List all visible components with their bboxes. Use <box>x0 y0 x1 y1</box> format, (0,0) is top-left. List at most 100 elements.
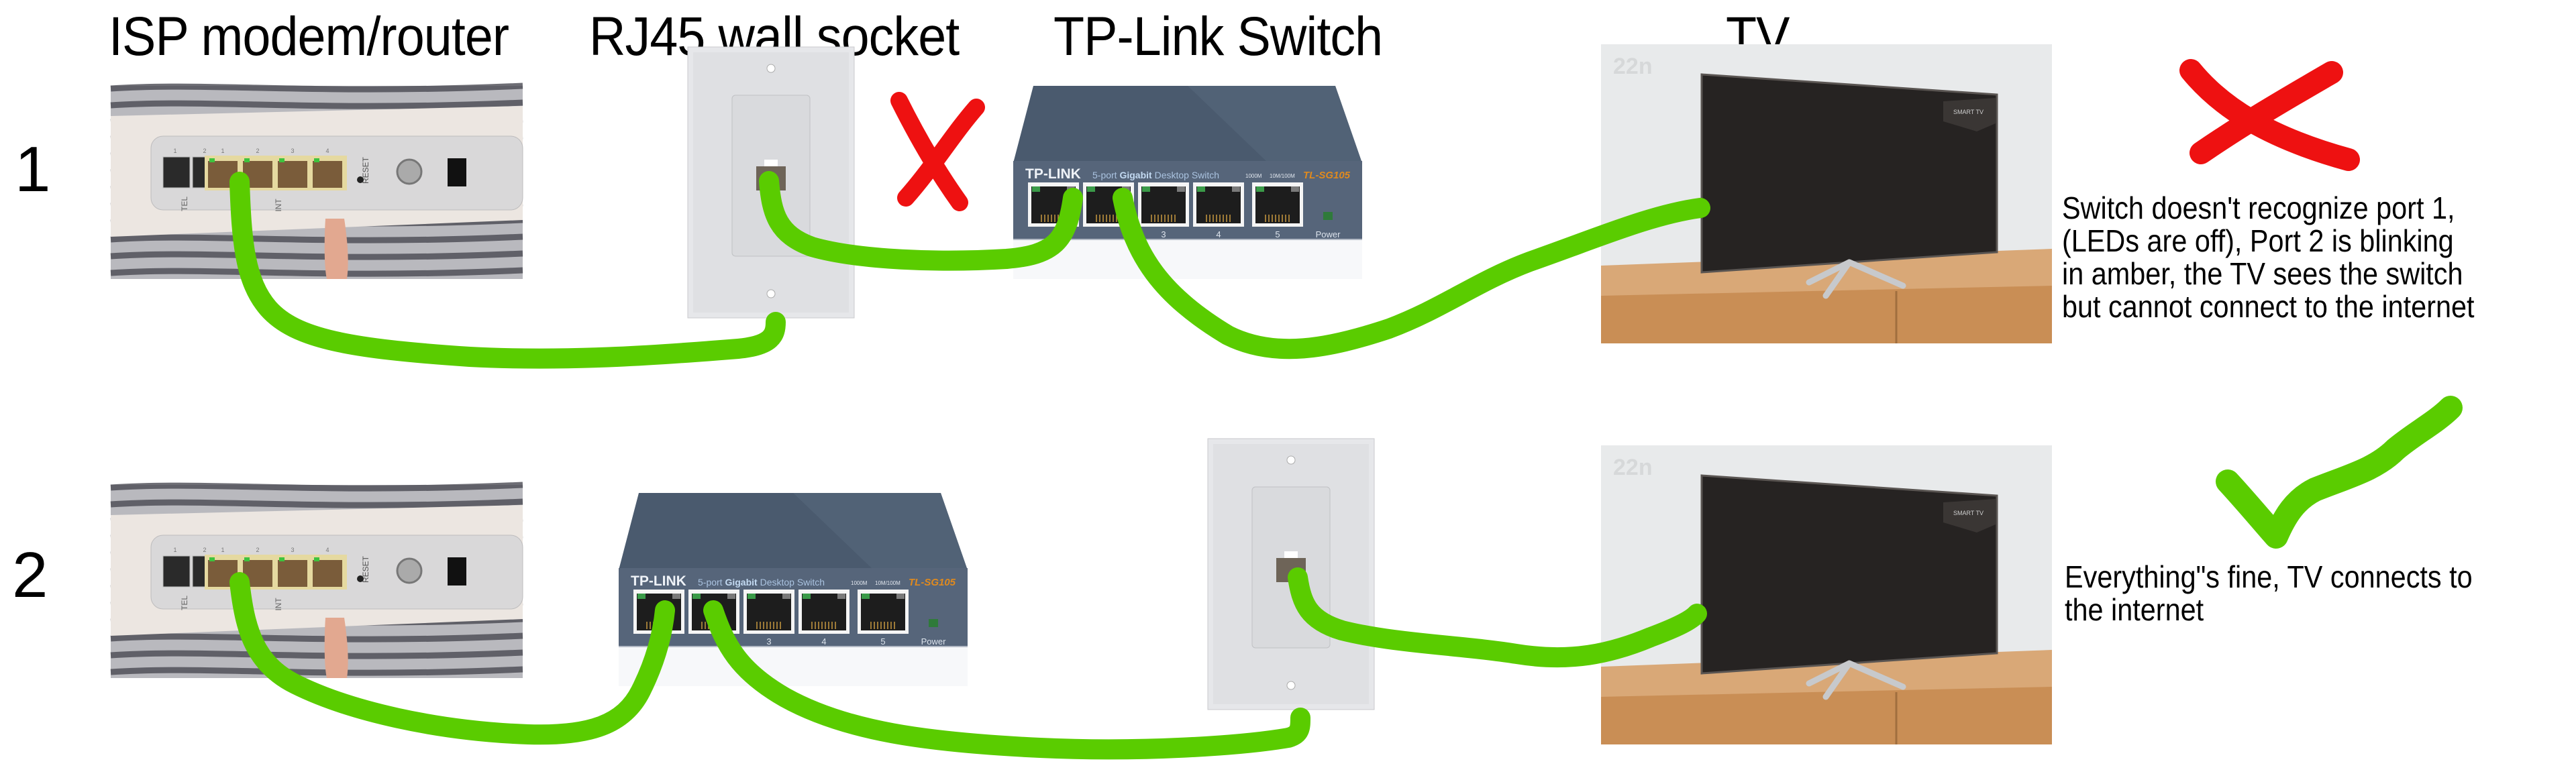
switch-power-label: Power <box>1316 229 1341 239</box>
switch-reflection <box>619 646 968 686</box>
router-int-port <box>278 161 307 188</box>
router-tel-port-number: 2 <box>203 547 206 553</box>
switch-power-led <box>929 619 938 627</box>
switch-port-number: 4 <box>1216 229 1221 239</box>
cable-router-to-wall-row-1 <box>229 172 786 369</box>
router-int-port-number: 1 <box>221 148 224 154</box>
router-tel-label: TEL <box>180 596 189 610</box>
switch-port-led-green <box>692 594 701 599</box>
switch-model-label: TL-SG105 <box>909 577 956 588</box>
cable-router-to-switch-port1-row-2 <box>229 572 675 745</box>
switch-port-led-green <box>862 594 870 599</box>
switch-power-led <box>1323 212 1333 220</box>
switch-port-number: 3 <box>1161 229 1166 239</box>
router-int-port-number: 1 <box>221 547 224 553</box>
router-tel-port <box>162 156 191 188</box>
green-check-icon <box>2216 396 2463 549</box>
switch-description: 5-port Gigabit Desktop Switch <box>1092 170 1219 180</box>
switch-port-number: 5 <box>1275 229 1280 239</box>
router-tel-port-number: 1 <box>173 547 176 553</box>
router-int-port-number: 3 <box>291 148 294 154</box>
switch-port-led-amber <box>1177 186 1185 192</box>
finger <box>324 219 348 279</box>
router-reset-button <box>357 575 364 582</box>
switch-port-number: 5 <box>880 636 885 647</box>
switch-model-label: TL-SG105 <box>1303 170 1351 181</box>
router-int-port-number: 4 <box>325 547 329 553</box>
router-reset-label: RESET <box>361 555 370 583</box>
switch-port-led-green <box>1142 186 1150 192</box>
header-router: ISP modem/router <box>109 6 509 67</box>
shirt-stripe <box>110 82 523 93</box>
switch-port-led-amber <box>896 594 905 599</box>
cable-wall-to-switch-port1-row-1 <box>759 171 1083 271</box>
tv-cabinet-front <box>1601 687 2052 744</box>
screw-hole-top <box>766 64 776 73</box>
finger <box>324 618 348 678</box>
cable-wall-to-tv-row-2 <box>1288 567 1707 668</box>
rj45-jack-clip <box>764 160 778 166</box>
router-power-jack <box>448 158 466 186</box>
router-port-led <box>244 158 250 162</box>
switch-reflection <box>1013 239 1362 279</box>
switch-port-led-amber <box>672 594 680 599</box>
switch-port-led-amber <box>727 594 735 599</box>
switch-speed-100-label: 10M/100M <box>875 580 900 586</box>
tv-badge: SMART TV <box>1953 109 1983 115</box>
switch-speed-100-label: 10M/100M <box>1270 173 1295 179</box>
switch-port-number: 4 <box>821 636 826 647</box>
router-port-led <box>314 158 319 162</box>
router-int-port <box>278 560 307 587</box>
switch-port <box>1196 186 1241 223</box>
shirt-stripe <box>110 267 523 277</box>
tv-watermark: 22n <box>1613 455 1653 480</box>
switch-top-highlight <box>1188 86 1362 163</box>
switch-port-led-green <box>748 594 756 599</box>
switch-port-led-green <box>803 594 811 599</box>
row-2-number: 2 <box>12 539 48 611</box>
switch-brand-label: TP-LINK <box>1025 166 1081 182</box>
router-int-label: INT <box>274 598 283 611</box>
router-port-led <box>279 158 285 162</box>
router-reset-button <box>357 176 364 183</box>
shirt-stripe <box>110 632 523 643</box>
router-port-led <box>244 557 250 561</box>
switch-speed-1000-label: 1000M <box>851 580 868 586</box>
switch-port-number: 3 <box>766 636 771 647</box>
router-tel-label: TEL <box>180 197 189 211</box>
tv-watermark: 22n <box>1613 54 1653 79</box>
switch-speed-1000-label: 1000M <box>1245 173 1262 179</box>
tv-stand <box>1806 660 1906 700</box>
tv-badge-bg <box>1943 98 1996 131</box>
red-x-small-icon <box>890 92 985 211</box>
router-coax-port <box>396 557 423 584</box>
router-reset-label: RESET <box>361 156 370 184</box>
shirt-stripe <box>110 498 523 508</box>
shirt-stripe <box>110 99 523 109</box>
row-2-note: Everything"s fine, TV connects to the in… <box>2065 559 2473 627</box>
tv-badge-bg <box>1943 499 1996 533</box>
router-coax-port <box>396 158 423 185</box>
switch-port-led-green <box>1256 186 1264 192</box>
shirt-stripe <box>110 482 523 492</box>
router-tel-port <box>162 555 191 588</box>
screw-hole-bottom <box>766 289 776 298</box>
switch-port-led-amber <box>782 594 790 599</box>
header-switch: TP-Link Switch <box>1053 6 1383 67</box>
shirt-stripe <box>110 649 523 659</box>
switch-port-led-green <box>1032 186 1040 192</box>
router-int-label: INT <box>274 199 283 212</box>
router-int-port <box>313 560 342 587</box>
router-int-port <box>313 161 342 188</box>
switch-port-led-amber <box>1232 186 1240 192</box>
router-port-led <box>279 557 285 561</box>
router-port-led <box>209 158 215 162</box>
cable-switch-port2-to-tv-row-1 <box>1113 188 1710 359</box>
switch-port-led-amber <box>837 594 845 599</box>
screw-hole-top <box>1286 455 1296 465</box>
switch-description: 5-port Gigabit Desktop Switch <box>698 577 825 588</box>
